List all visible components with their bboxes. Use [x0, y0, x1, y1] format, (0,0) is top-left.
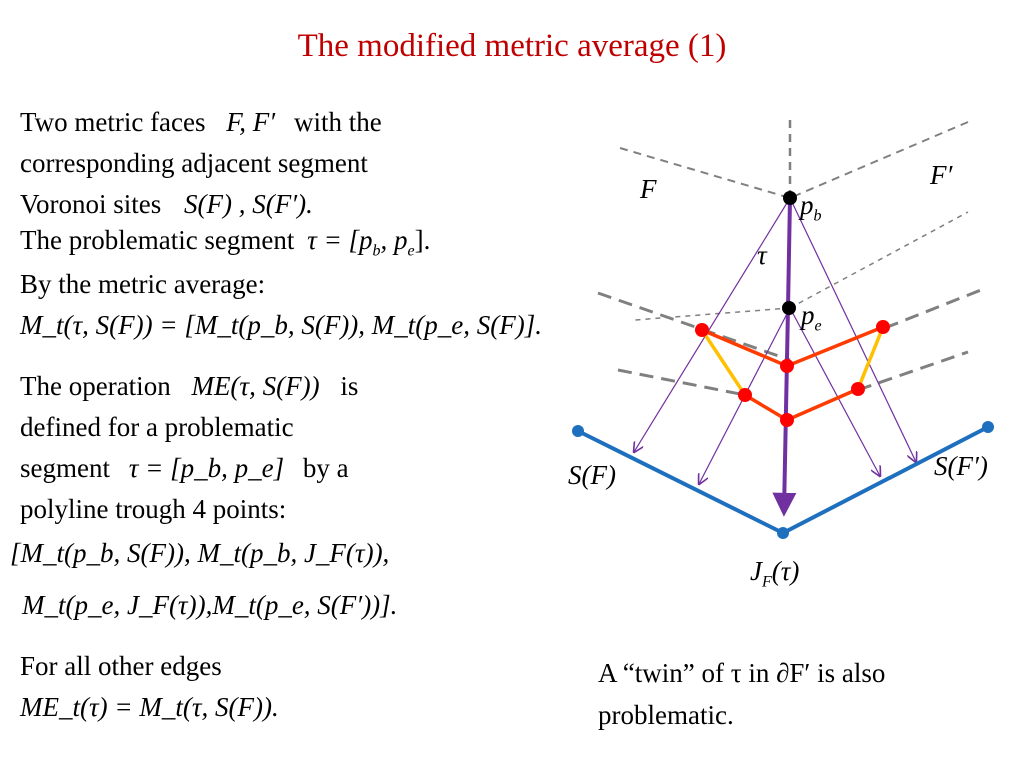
label-pe: pe [801, 300, 822, 335]
text-problematic-segment: The problematic segment [20, 225, 295, 255]
label-tau: τ [757, 240, 767, 270]
projection-arrows [634, 197, 916, 484]
vertex-upper-left [695, 323, 709, 337]
text-segment: segment [20, 453, 110, 483]
arrow-pb-to-SF [634, 197, 791, 452]
caption-twin-line1: A “twin” of τ in ∂F′ is also [598, 658, 886, 688]
math-ME-other-edges: ME_t(τ) = M_t(τ, S(F)). [20, 692, 279, 722]
arrow-pe-to-SFp [789, 307, 880, 476]
boundary-inner-right [789, 211, 969, 309]
math-ME: ME(τ, S(F)) [191, 371, 320, 401]
paragraph-voronoi-sites: Voronoi sites S(F) , S(F′). [20, 188, 313, 220]
arrow-pb-to-SFp [789, 197, 916, 462]
caption-twin-line2: problematic. [598, 700, 734, 730]
vertex-lower-center [780, 413, 794, 427]
text-voronoi-sites: Voronoi sites [20, 189, 162, 219]
math-sites: S(F) , S(F′). [184, 189, 313, 219]
paragraph-operation: The operation ME(τ, S(F)) is [20, 370, 358, 402]
polyline-upper [701, 325, 884, 368]
vertex-upper-center [780, 359, 794, 373]
math-points-line2: M_t(p_e, J_F(τ)),M_t(p_e, S(F′))]. [22, 590, 398, 620]
segment-sites [577, 425, 989, 535]
segment-tau [786, 197, 792, 309]
label-face-F: F [640, 174, 657, 204]
text-defined-for: defined for a problematic [20, 412, 294, 442]
boundary-right-lower [884, 286, 987, 330]
boundary-right-upper [789, 121, 969, 199]
vertex-upper-right [876, 320, 890, 334]
paragraph-segment-by: segment τ = [p_b, p_e] by a [20, 452, 349, 484]
text-adjacent-segment: corresponding adjacent segment [20, 148, 368, 178]
paragraph-two-faces: Two metric faces F, F′ with the [20, 106, 382, 138]
site-SF-endpoint [572, 425, 584, 437]
junction-point-JF [777, 527, 789, 539]
label-site-SF-prime: S(F′) [934, 451, 988, 481]
boundary-right-bottom [857, 350, 969, 392]
boundary-left-upper [619, 147, 791, 199]
site-SFp-segment [782, 425, 989, 535]
text-two-metric-faces: Two metric faces [20, 107, 206, 137]
math-comma: , [239, 107, 247, 137]
yellow-connectors [700, 326, 885, 396]
yellow-left [700, 329, 747, 396]
point-pb [783, 191, 797, 205]
vertex-lower-left [738, 388, 752, 402]
site-SF-segment [577, 429, 784, 535]
polyline-vertices [695, 320, 890, 427]
math-F-prime: F′ [252, 107, 276, 137]
label-pb: pb [800, 190, 822, 225]
math-tau-def: τ = [pb, pe]. [307, 225, 431, 260]
boundary-inner-left [634, 307, 791, 321]
math-tau-interval: τ = [p_b, p_e] [128, 453, 285, 483]
text-for-all-other-edges: For all other edges [20, 651, 222, 681]
math-metric-average-formula: M_t(τ, S(F)) = [M_t(p_b, S(F)), M_t(p_e,… [20, 310, 542, 340]
yellow-right [856, 326, 885, 390]
slide-title: The modified metric average (1) [297, 28, 727, 64]
text-polyline-trough: polyline trough 4 points: [20, 494, 287, 524]
text-is: is [340, 371, 359, 401]
arrow-tau-to-JF [772, 307, 797, 517]
text-the-operation: The operation [20, 371, 171, 401]
label-JF-tau: JF(τ) [750, 556, 800, 591]
site-SFp-endpoint [982, 421, 994, 433]
text-with-the: with the [293, 107, 382, 137]
math-F: F [226, 107, 240, 137]
math-points-line1: [M_t(p_b, S(F)), M_t(p_b, J_F(τ)), [10, 538, 390, 568]
point-pe [782, 301, 796, 315]
paragraph-problematic-segment: The problematic segment τ = [pb, pe]. [20, 224, 430, 267]
label-face-F-prime: F′ [930, 160, 953, 190]
text-by-metric-average: By the metric average: [20, 269, 266, 299]
label-site-SF: S(F) [568, 460, 616, 490]
boundary-left-lower [597, 291, 791, 362]
vertex-lower-right [851, 382, 865, 396]
text-by-a: by a [302, 453, 349, 483]
face-boundaries [597, 120, 987, 397]
